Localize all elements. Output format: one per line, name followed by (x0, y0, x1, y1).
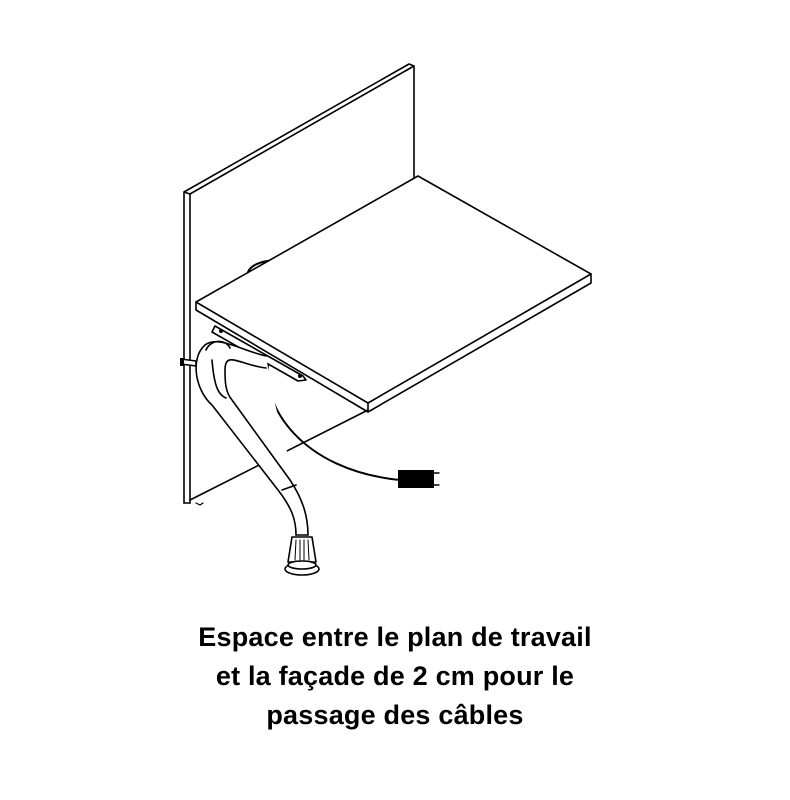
caption-line-2: et la façade de 2 cm pour le (215, 661, 575, 691)
vertical-panel (183, 63, 415, 506)
desk-cable-diagram (180, 63, 592, 576)
caption-line-1: Espace entre le plan de travail (198, 622, 592, 652)
tubular-leg (180, 340, 309, 536)
desk-top (195, 175, 592, 413)
leg-foot (284, 536, 320, 576)
caption-line-3: passage des câbles (266, 700, 524, 730)
caption: Espace entre le plan de travail et la fa… (0, 618, 790, 735)
